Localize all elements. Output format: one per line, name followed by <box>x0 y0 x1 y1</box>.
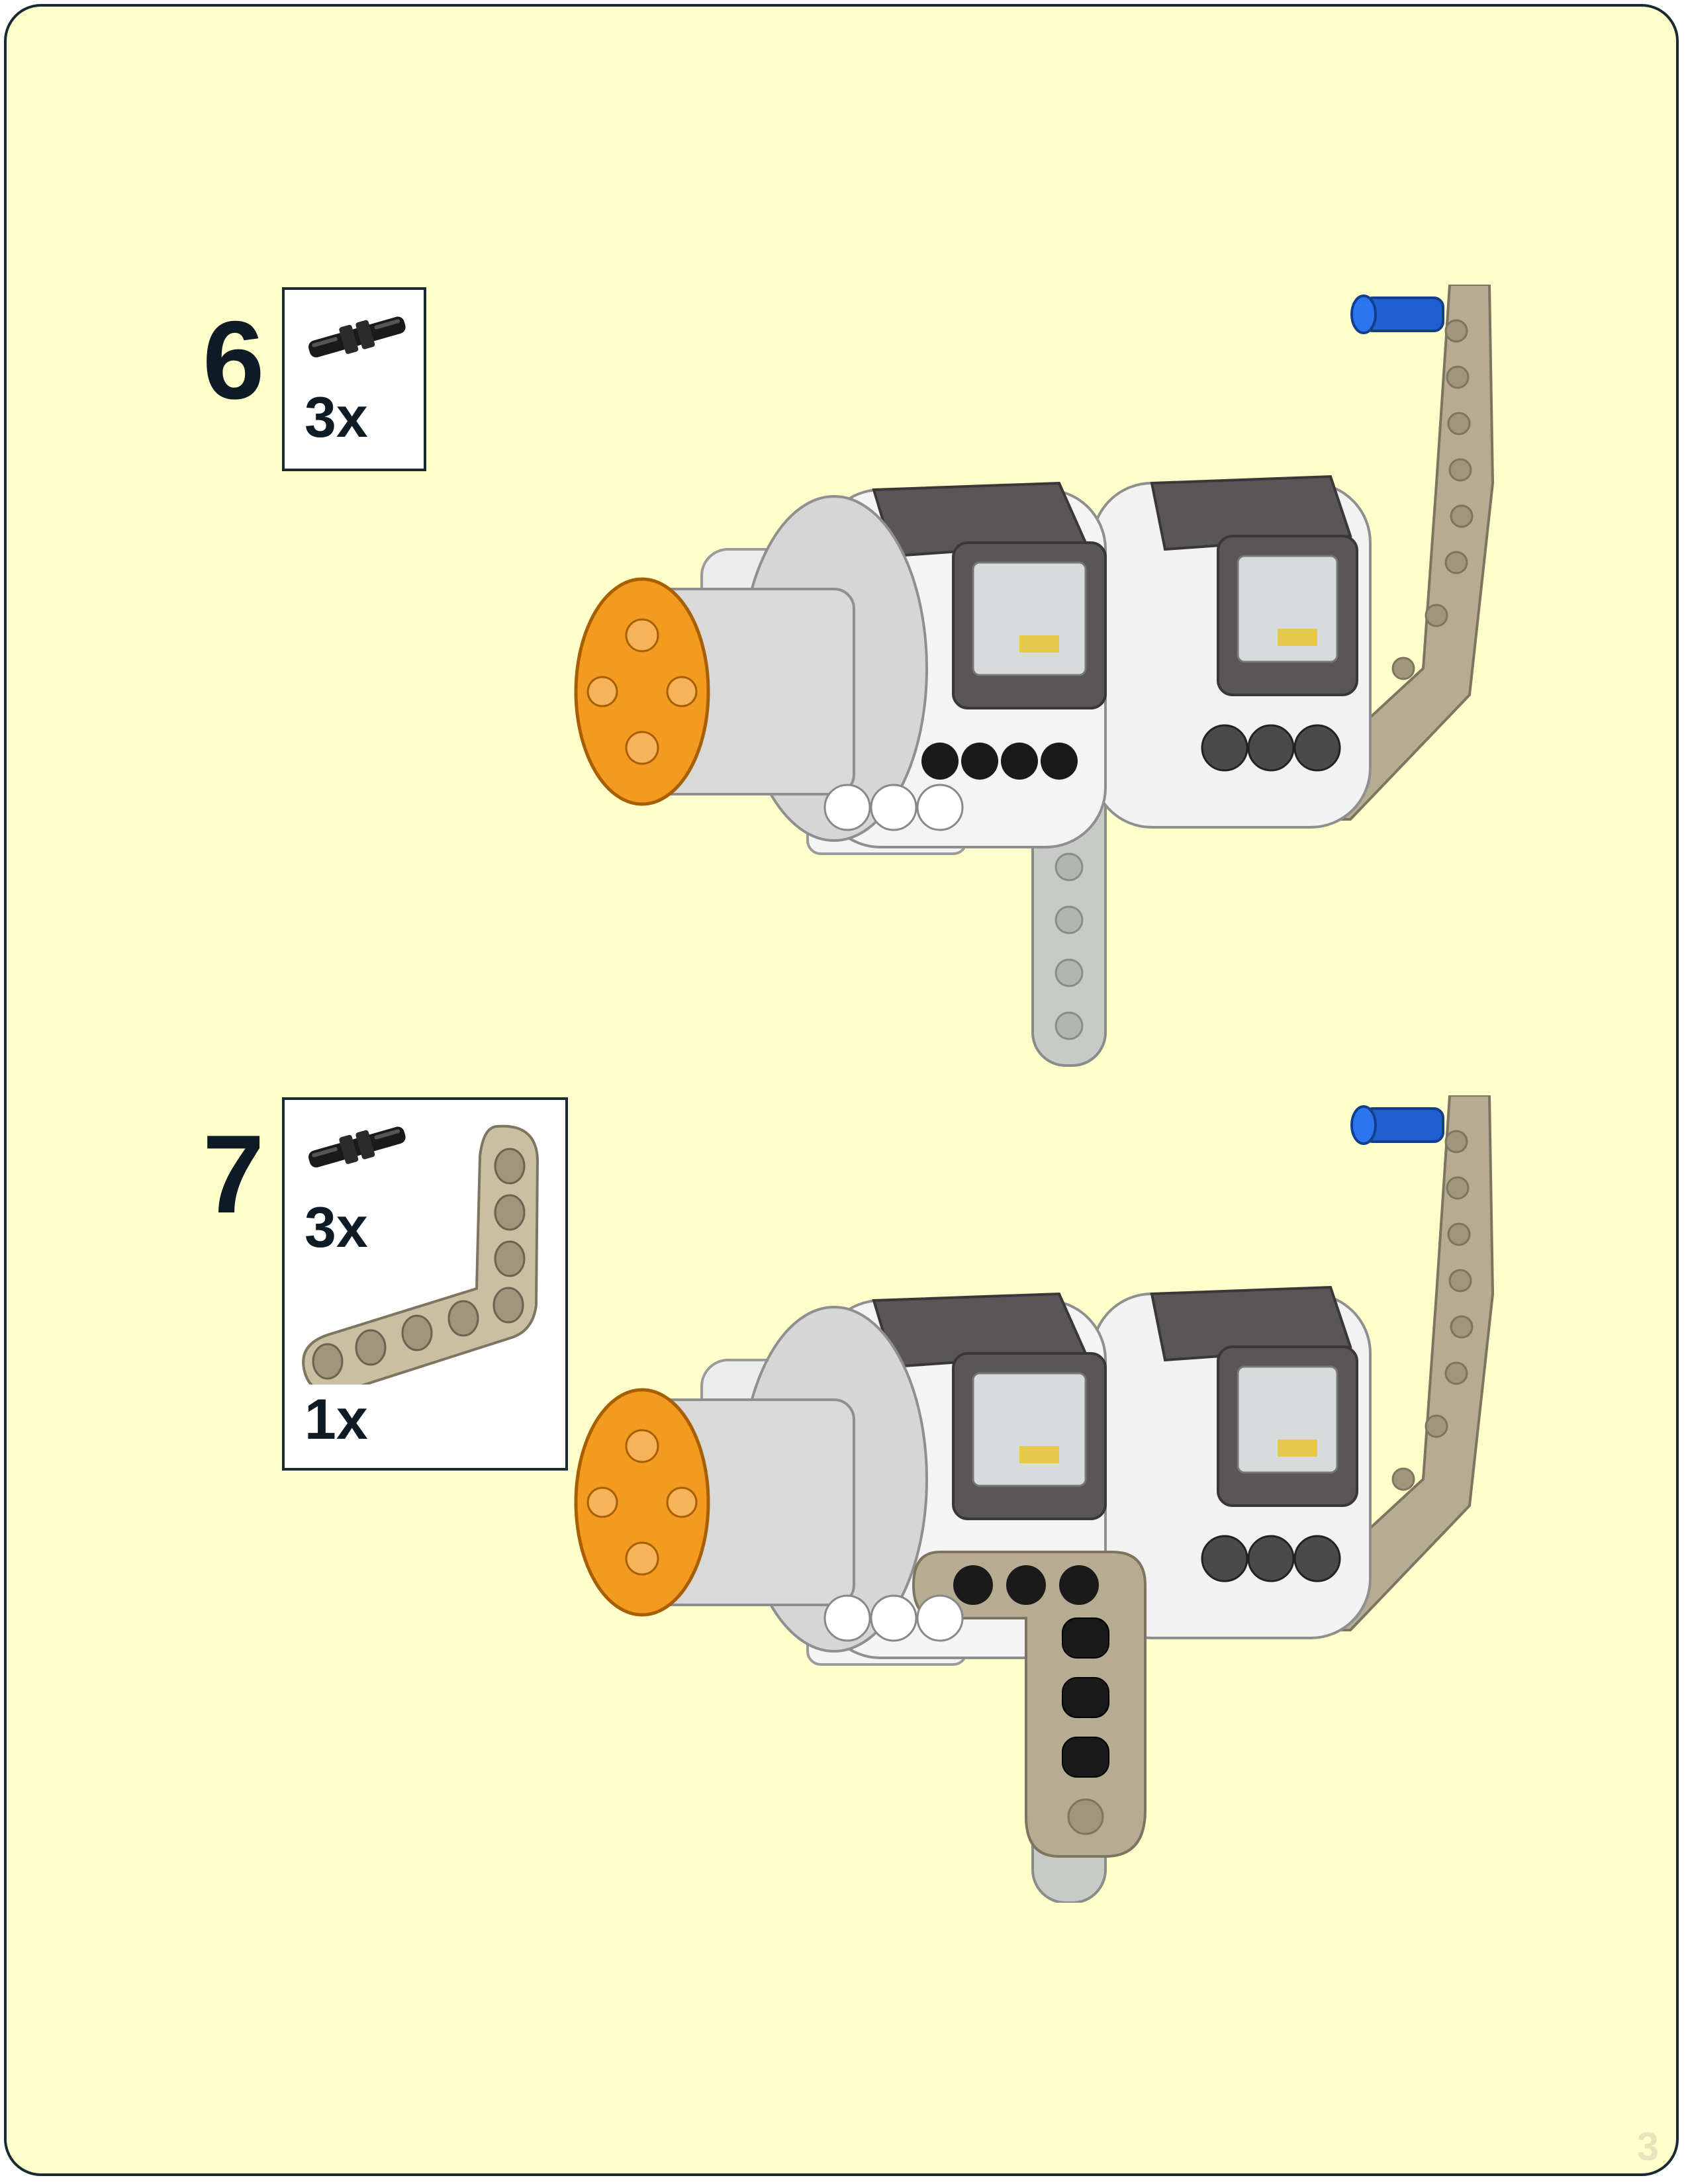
step-7-pin-quantity: 3x <box>305 1196 368 1259</box>
blue-pin <box>1350 295 1444 334</box>
step-6-parts-box: 3x <box>282 287 426 471</box>
step-7-number: 7 <box>203 1112 264 1236</box>
step-7-parts-box: 3x 1x <box>282 1097 568 1471</box>
blue-pin <box>1350 1105 1444 1145</box>
step-6-number: 6 <box>203 298 264 422</box>
step-6-pin-quantity: 3x <box>305 386 368 449</box>
step-6-assembly-illustration <box>574 285 1495 1067</box>
page-number: 3 <box>1636 2124 1659 2169</box>
black-friction-pin-icon <box>308 1126 406 1168</box>
black-friction-pin-icon <box>308 316 406 358</box>
step-7-beam-quantity: 1x <box>305 1388 368 1451</box>
step-7-assembly-illustration <box>574 1095 1495 1903</box>
tan-l-beam-icon <box>302 1124 539 1385</box>
